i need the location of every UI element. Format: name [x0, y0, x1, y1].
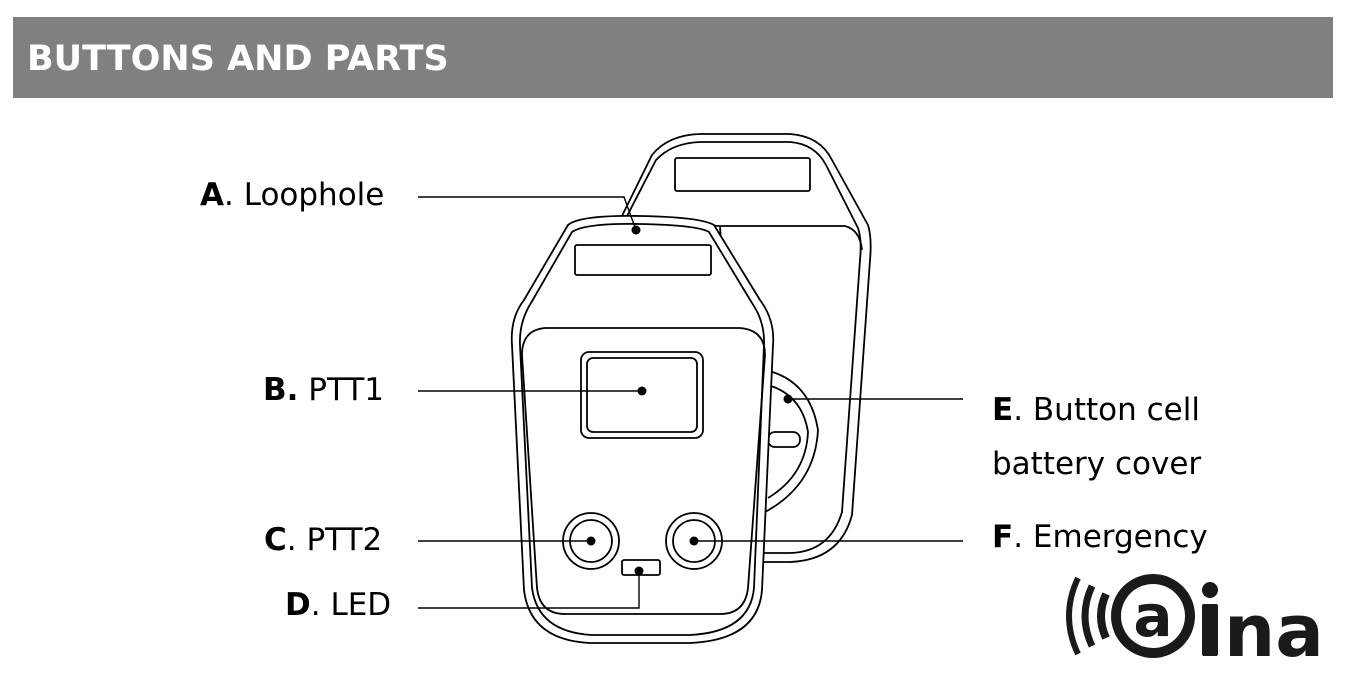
label-battery-cover: E. Button cell battery cover: [992, 383, 1201, 492]
label-sep: .: [310, 587, 321, 623]
aina-logo: a na: [1066, 574, 1324, 664]
label-letter: A: [200, 177, 224, 213]
label-text: PTT1: [308, 372, 385, 408]
device-front-view: [510, 215, 775, 644]
label-ptt2: C. PTT2: [264, 525, 382, 556]
label-emergency: F. Emergency: [992, 522, 1208, 553]
label-letter: C: [264, 522, 287, 558]
section-title: BUTTONS AND PARTS: [27, 39, 449, 79]
label-sep: .: [1013, 519, 1024, 555]
dot-b: [637, 386, 647, 396]
label-text: Loophole: [243, 177, 385, 213]
dot-e: [783, 394, 793, 404]
svg-text:a: a: [1133, 582, 1172, 650]
label-sep: .: [224, 177, 234, 213]
label-text: Button cell: [1032, 392, 1200, 428]
dot-f: [689, 536, 699, 546]
label-sep: .: [1013, 392, 1024, 428]
label-text: PTT2: [306, 522, 383, 558]
label-loophole: A. Loophole: [200, 180, 384, 211]
leader-line-d: [418, 571, 640, 609]
section-header: BUTTONS AND PARTS: [13, 17, 1333, 98]
svg-text:na: na: [1224, 589, 1324, 664]
label-letter: E: [992, 392, 1014, 428]
dot-d: [634, 566, 644, 576]
dot-a: [631, 225, 641, 235]
label-led: D. LED: [285, 590, 391, 621]
label-letter: B.: [263, 372, 299, 408]
label-text: LED: [330, 587, 392, 623]
label-text: Emergency: [1032, 519, 1208, 555]
radio-waves-icon: [1066, 576, 1110, 656]
dot-c: [586, 536, 596, 546]
leader-line-a: [418, 196, 637, 231]
label-text-line2: battery cover: [992, 446, 1202, 483]
label-letter: D: [285, 587, 311, 623]
label-sep: .: [286, 522, 297, 558]
label-letter: F: [992, 519, 1014, 555]
label-ptt1: B. PTT1: [263, 375, 384, 406]
